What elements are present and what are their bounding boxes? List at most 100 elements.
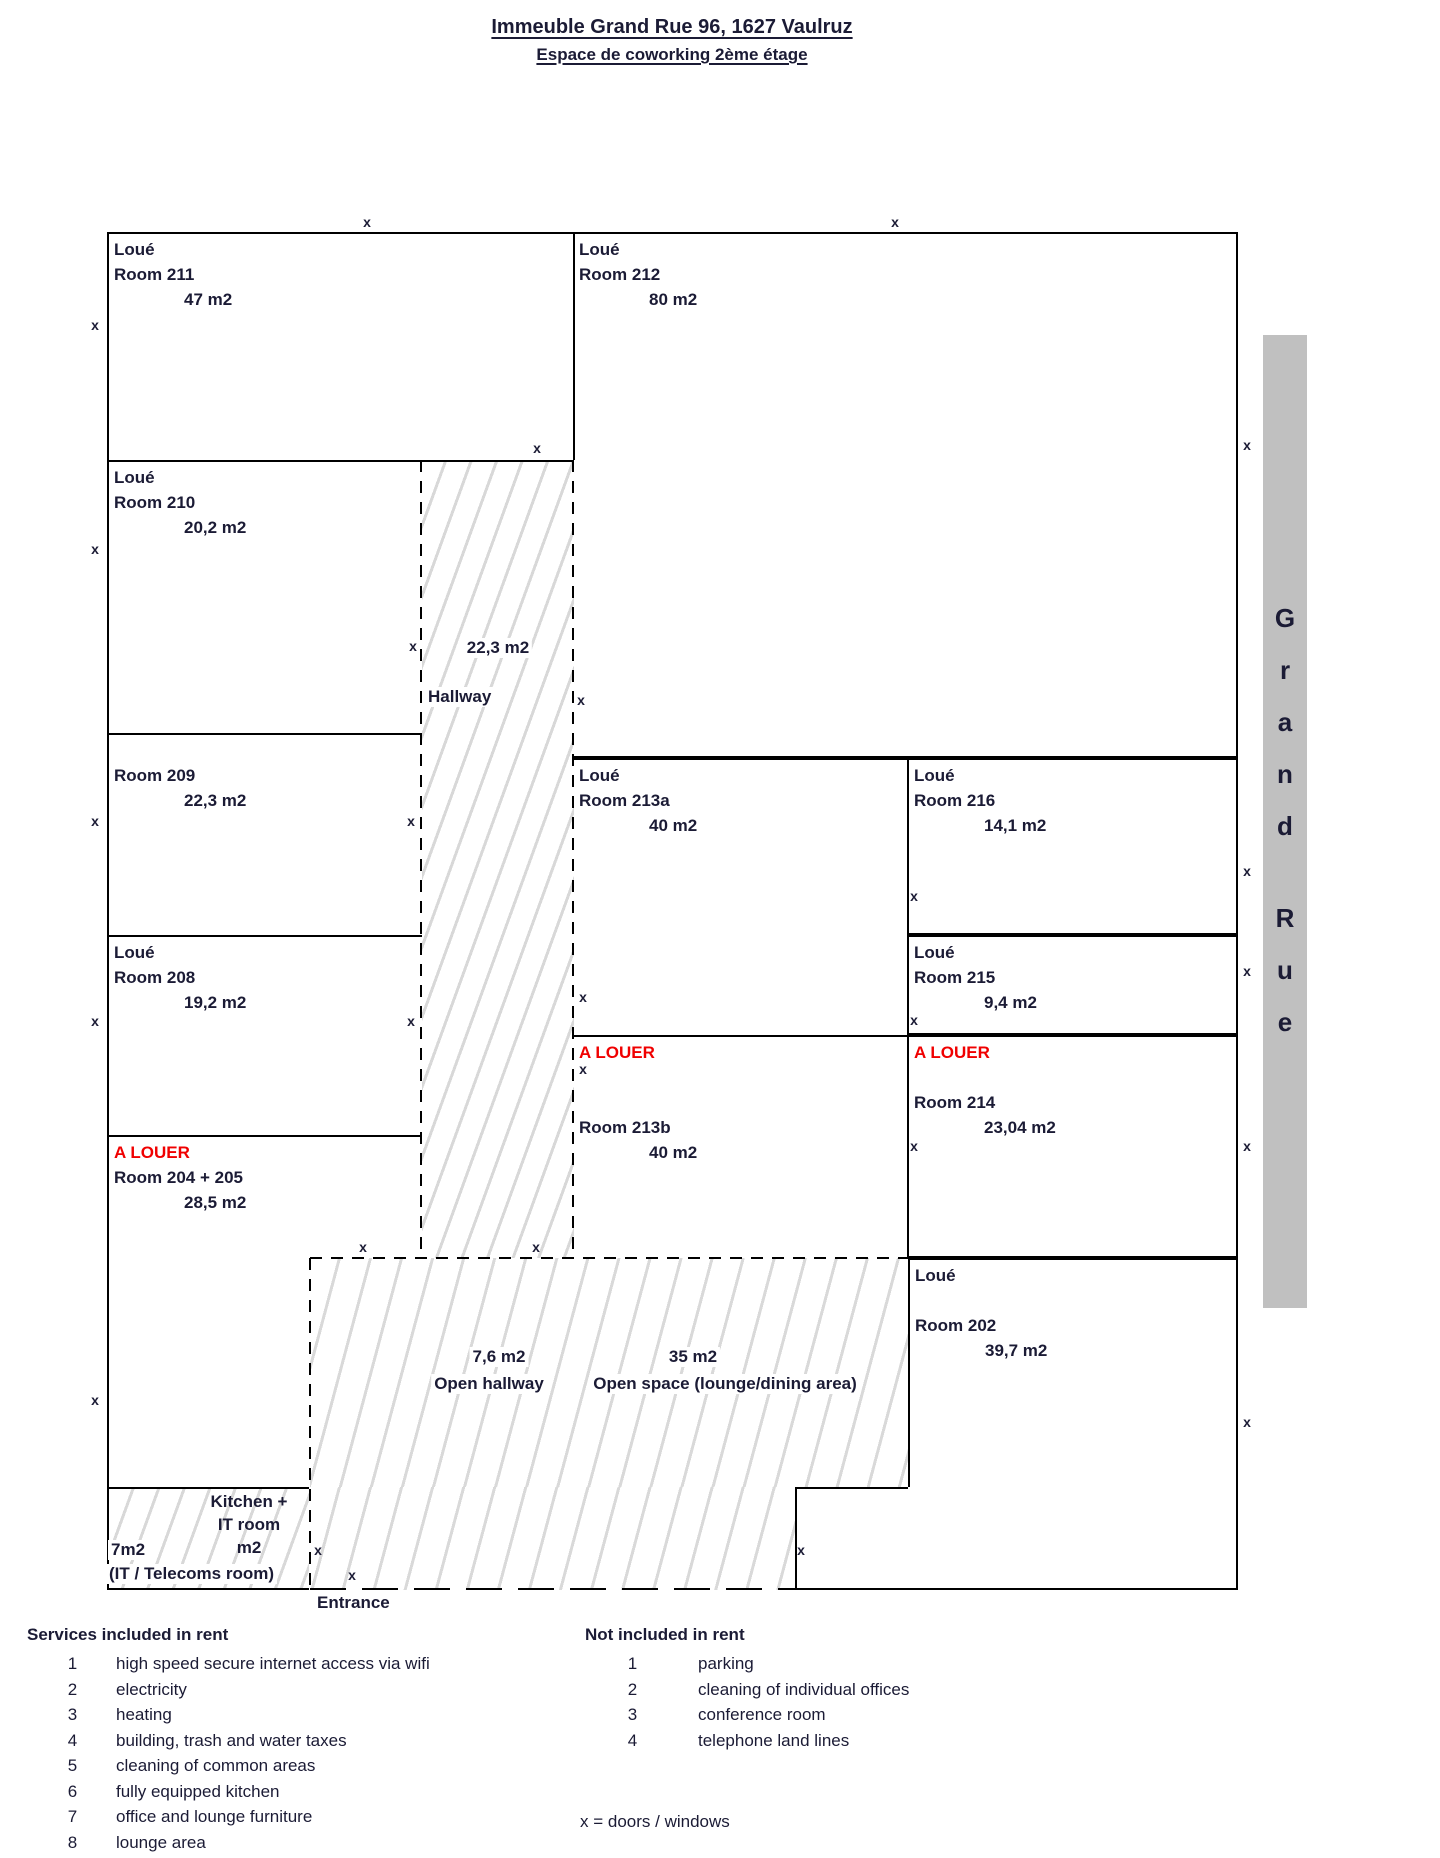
item-number: 6 [67, 1781, 78, 1801]
room-209-label: Room 209 22,3 m2 [109, 735, 246, 813]
hallway-hatched-area [422, 460, 574, 1258]
door-window-marker: x [91, 813, 99, 829]
room-name: Room 214 [914, 1093, 996, 1112]
room-gap [914, 1065, 1056, 1090]
room-name: Room 210 [114, 493, 196, 512]
room-name: Room 209 [114, 766, 196, 785]
item-label: conference room [698, 1705, 826, 1724]
hallway-area-label: 22,3 m2 [463, 638, 533, 658]
room-gap [579, 1065, 697, 1090]
room-204-205-label: A LOUER Room 204 + 205 28,5 m2 [109, 1137, 246, 1215]
room-name: Room 213b [579, 1118, 671, 1137]
room-211: Loué Room 211 47 m2 [107, 232, 574, 460]
room-name: Room 208 [114, 968, 196, 987]
room-status: Loué [915, 1266, 956, 1285]
room-213b-label: A LOUER Room 213b 40 m2 [574, 1037, 697, 1165]
list-item: 1 high speed secure internet access via w… [27, 1651, 430, 1677]
room-216: Loué Room 216 14,1 m2 [907, 758, 1238, 935]
wall-segment [422, 460, 574, 462]
room-name: Room 204 + 205 [114, 1168, 243, 1187]
room-area: 47 m2 [184, 290, 233, 309]
room-name: Room 211 [114, 265, 195, 284]
room-area: 40 m2 [649, 1143, 698, 1162]
door-window-marker: x [91, 1392, 99, 1408]
room-215-label: Loué Room 215 9,4 m2 [909, 937, 1037, 1015]
item-number: 2 [67, 1679, 78, 1699]
open-hallway-name-label: Open hallway [431, 1374, 547, 1394]
room-status: A LOUER [914, 1043, 990, 1062]
door-window-marker: x [407, 1013, 415, 1029]
room-status-blank [114, 738, 246, 763]
services-not-included-heading: Not included in rent [585, 1625, 745, 1644]
room-212: Loué Room 212 80 m2 [574, 232, 1238, 758]
entrance-bottom-dashed-wall [310, 1588, 795, 1590]
room-status: A LOUER [579, 1043, 655, 1062]
room-202: Loué Room 202 39,7 m2 [908, 1258, 1238, 1487]
door-window-marker: x [910, 1138, 918, 1154]
room-213a: Loué Room 213a 40 m2 [574, 758, 907, 1035]
item-number: 5 [67, 1756, 78, 1775]
open-space-name-label: Open space (lounge/dining area) [590, 1374, 860, 1394]
item-label: telephone land lines [698, 1730, 850, 1750]
room-status: Loué [914, 943, 955, 962]
door-window-marker: x [1243, 1138, 1251, 1154]
room-name: Room 216 [914, 791, 996, 810]
door-window-marker: x [910, 888, 918, 904]
hallway-right-dashed-wall [572, 460, 574, 1258]
door-window-marker: x [910, 1012, 918, 1028]
room-gap [915, 1288, 1047, 1313]
item-number: 4 [627, 1730, 638, 1750]
door-window-marker: x [579, 1061, 587, 1077]
door-window-marker: x [1243, 437, 1251, 453]
room-202-lower [795, 1487, 1238, 1590]
item-number: 3 [627, 1705, 638, 1724]
door-window-marker: x [579, 989, 587, 1005]
room-status: Loué [114, 468, 155, 487]
room-area: 39,7 m2 [985, 1341, 1048, 1360]
room-status: Loué [114, 240, 155, 259]
door-window-marker: x [409, 638, 417, 654]
room-area: 14,1 m2 [984, 816, 1047, 835]
room-216-label: Loué Room 216 14,1 m2 [909, 760, 1046, 838]
room-210: Loué Room 210 20,2 m2 [107, 460, 422, 733]
page-title: Immeuble Grand Rue 96, 1627 Vaulruz [491, 16, 853, 38]
room-215: Loué Room 215 9,4 m2 [907, 935, 1238, 1035]
door-window-marker: x [407, 813, 415, 829]
door-window-marker: x [91, 317, 99, 333]
room-area: 28,5 m2 [184, 1193, 247, 1212]
item-label: lounge area [116, 1832, 206, 1852]
door-window-marker: x [532, 1239, 540, 1255]
door-window-marker: x [359, 1239, 367, 1255]
item-label: high speed secure internet access via wi… [116, 1654, 430, 1673]
room-213b: A LOUER Room 213b 40 m2 [574, 1035, 907, 1258]
telecom-area-label: 7m2 [108, 1540, 149, 1560]
entrance-label: Entrance [317, 1593, 390, 1612]
room-area: 20,2 m2 [184, 518, 247, 537]
room-208-label: Loué Room 208 19,2 m2 [109, 937, 246, 1015]
room-status: Loué [914, 766, 955, 785]
item-number: 1 [67, 1654, 78, 1673]
list-item: 3 conference room [585, 1702, 909, 1728]
door-window-marker: x [314, 1542, 322, 1558]
open-space-left-dashed-wall [309, 1258, 311, 1590]
telecom-name-label: (IT / Telecoms room) [106, 1564, 277, 1584]
street-name-grand: Grand [1270, 603, 1300, 863]
open-space-area-label: 35 m2 [665, 1347, 721, 1367]
door-window-marker: x [577, 692, 585, 708]
item-label: building, trash and water taxes [116, 1730, 347, 1750]
room-area: 9,4 m2 [984, 993, 1037, 1012]
room-area: 23,04 m2 [984, 1118, 1056, 1137]
room-204-205-lower [107, 1258, 309, 1487]
kitchen-line-3: m2 [236, 1538, 262, 1557]
item-label: cleaning of individual offices [698, 1679, 910, 1699]
grand-rue-street-bar: Grand Rue [1263, 335, 1307, 1308]
